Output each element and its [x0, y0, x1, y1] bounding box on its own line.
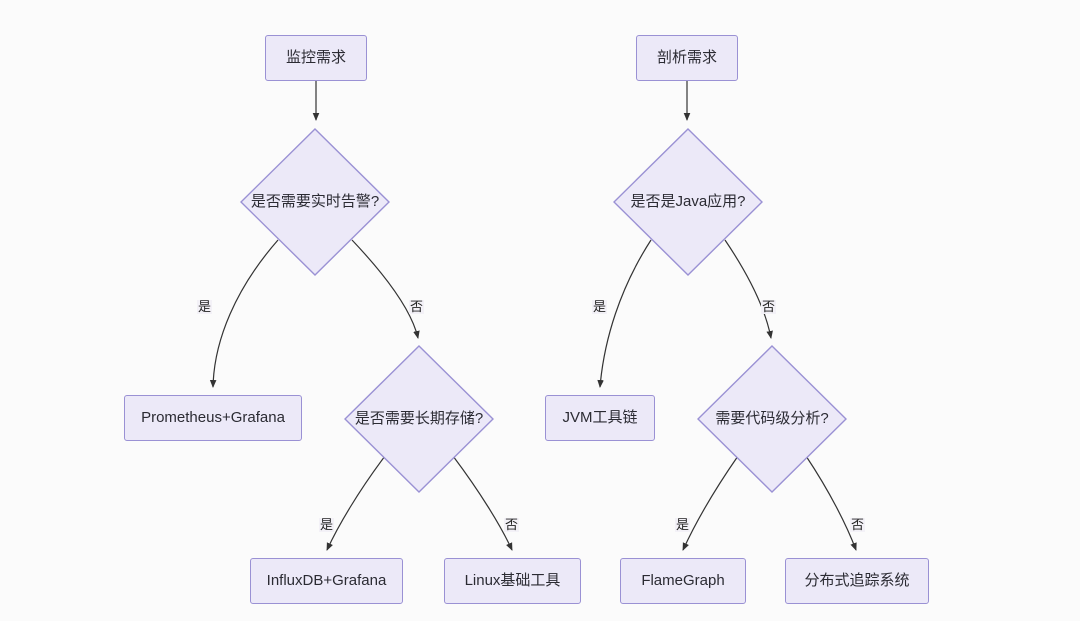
edge-label-text: 是 — [320, 517, 334, 532]
node-label: 监控需求 — [285, 49, 346, 66]
diamond-shape — [240, 128, 390, 276]
node-label: InfluxDB+Grafana — [266, 572, 387, 589]
node-linux-basic-tools[interactable]: Linux基础工具 — [444, 558, 581, 604]
edge-label-realtime-yes: 是 — [197, 299, 213, 315]
node-prometheus-grafana[interactable]: Prometheus+Grafana — [124, 395, 302, 441]
node-label: Prometheus+Grafana — [141, 409, 285, 426]
node-distributed-tracing-system[interactable]: 分布式追踪系统 — [785, 558, 929, 604]
edge-label-longterm-no: 否 — [504, 517, 520, 533]
diamond-shape — [613, 128, 763, 276]
node-flamegraph[interactable]: FlameGraph — [620, 558, 746, 604]
edge-label-realtime-no: 否 — [409, 299, 425, 315]
node-need-code-level-analysis[interactable]: 需要代码级分析? — [697, 345, 847, 493]
node-label: FlameGraph — [641, 572, 725, 589]
node-jvm-toolchain[interactable]: JVM工具链 — [545, 395, 655, 441]
node-profiling-requirement[interactable]: 剖析需求 — [636, 35, 738, 81]
node-label: 需要代码级分析? — [715, 410, 829, 427]
edge-label-codelevel-no: 否 — [850, 517, 866, 533]
diamond-shape — [344, 345, 494, 493]
node-label: JVM工具链 — [562, 409, 638, 426]
node-need-realtime-alert[interactable]: 是否需要实时告警? — [240, 128, 390, 276]
diamond-shape — [697, 345, 847, 493]
edge-label-text: 是 — [593, 299, 607, 314]
node-label: 剖析需求 — [656, 49, 717, 66]
edge-label-text: 否 — [851, 517, 865, 532]
node-label: 是否需要实时告警? — [250, 193, 380, 210]
edge-label-java-yes: 是 — [592, 299, 608, 315]
node-need-longterm-storage[interactable]: 是否需要长期存储? — [344, 345, 494, 493]
edge-label-text: 否 — [410, 299, 424, 314]
edge-label-text: 是 — [676, 517, 690, 532]
edge-label-java-no: 否 — [761, 299, 777, 315]
node-is-java-app[interactable]: 是否是Java应用? — [613, 128, 763, 276]
edge-label-longterm-yes: 是 — [319, 517, 335, 533]
edge-label-text: 否 — [505, 517, 519, 532]
edge-label-codelevel-yes: 是 — [675, 517, 691, 533]
edge-label-text: 否 — [762, 299, 776, 314]
node-label: 是否是Java应用? — [630, 193, 746, 210]
node-monitoring-requirement[interactable]: 监控需求 — [265, 35, 367, 81]
node-label: Linux基础工具 — [464, 572, 561, 589]
node-influxdb-grafana[interactable]: InfluxDB+Grafana — [250, 558, 403, 604]
edge-label-text: 是 — [198, 299, 212, 314]
node-label: 分布式追踪系统 — [804, 572, 910, 589]
node-label: 是否需要长期存储? — [354, 410, 484, 427]
